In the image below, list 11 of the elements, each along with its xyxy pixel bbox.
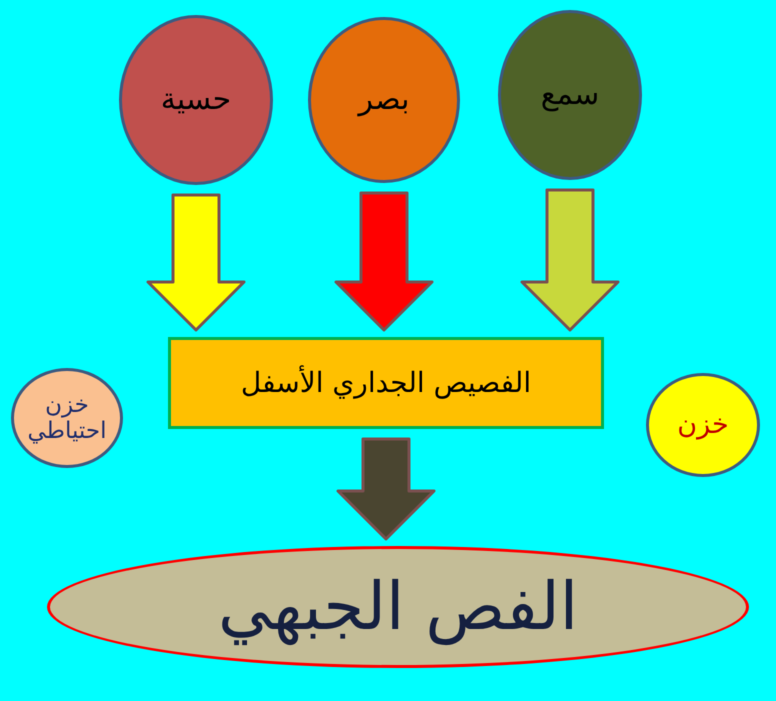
lobe-box: الفصيص الجداري الأسفل xyxy=(168,337,604,429)
block-arrow xyxy=(334,192,434,332)
block-arrow xyxy=(520,188,620,332)
sense-circle: سمع xyxy=(498,10,642,180)
storage-circle: خزن احتياطي xyxy=(11,368,123,468)
storage-circle: خزن xyxy=(646,373,760,477)
sense-circle: حسية xyxy=(119,15,273,185)
lobe-ellipse: الفص الجبهي xyxy=(47,546,749,668)
block-arrow xyxy=(146,194,246,332)
block-arrow xyxy=(336,438,436,540)
sense-circle: بصر xyxy=(308,17,460,183)
